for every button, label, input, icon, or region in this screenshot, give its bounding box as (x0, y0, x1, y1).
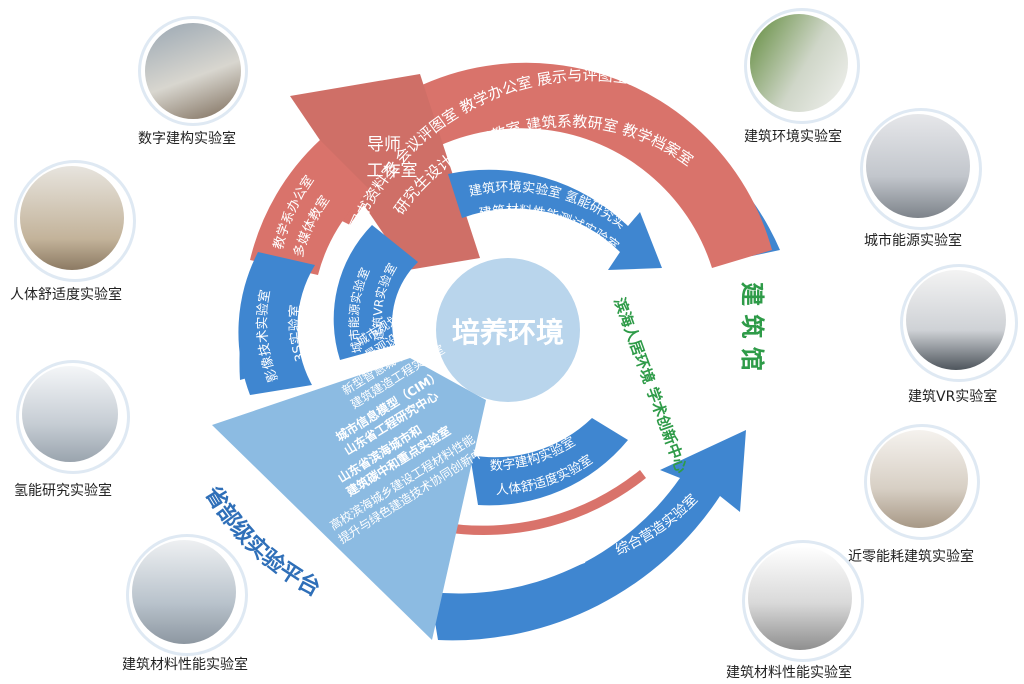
bottom-arrow (430, 430, 746, 641)
lab-label-near-zero: 近零能耗建筑实验室 (848, 549, 974, 565)
photo-urban-energy (866, 114, 970, 218)
photo-ring-material-left (126, 534, 248, 656)
photo-human-comfort (20, 166, 124, 270)
photo-ring-hydrogen (16, 360, 130, 474)
tutor-line1: 导师 (367, 135, 401, 155)
lab-label-human-comfort: 人体舒适度实验室 (10, 287, 122, 303)
lab-label-urban-energy: 城市能源实验室 (864, 233, 962, 249)
photo-ring-building-environment (744, 8, 860, 124)
lab-label-material-left: 建筑材料性能实验室 (122, 657, 248, 673)
photo-vr (906, 270, 1006, 370)
photo-material-left (132, 540, 236, 644)
photo-ring-urban-energy (860, 108, 982, 230)
innovation-center-title: 滨海人居环境 学术创新中心 (610, 295, 690, 475)
photo-ring-human-comfort (14, 160, 136, 282)
photo-material-right (748, 546, 852, 650)
center-label: 培养环境 (452, 316, 564, 349)
bottom-red-arc (440, 470, 646, 536)
inner-red-arc (250, 140, 370, 275)
tutor-line2: 工作室 (367, 161, 418, 181)
building-hall-title: 建 筑 馆 (738, 282, 766, 371)
lab-label-building-environment: 建筑环境实验室 (744, 129, 842, 145)
photo-building-environment (750, 14, 848, 112)
lab-label-vr: 建筑VR实验室 (908, 389, 998, 405)
photo-ring-digital-construction (138, 16, 248, 126)
lab-label-hydrogen: 氢能研究实验室 (14, 483, 112, 499)
center-circle (436, 258, 580, 402)
photo-ring-material-right (742, 540, 864, 662)
middle-arrow (470, 418, 628, 506)
photo-ring-vr (900, 264, 1018, 382)
inner-blue-arc (333, 225, 418, 360)
platform-wedge (212, 358, 486, 640)
photo-ring-near-zero (864, 424, 980, 540)
svg-text:滨海人居环境 学术创新中心: 滨海人居环境 学术创新中心 (610, 295, 690, 475)
lab-label-material-right: 建筑材料性能实验室 (726, 665, 852, 681)
tutor-studio-wedge (290, 74, 480, 270)
photo-digital-construction (145, 23, 241, 119)
photo-hydrogen (22, 366, 118, 462)
photo-near-zero (870, 430, 968, 528)
svg-text:建 筑 馆: 建 筑 馆 (738, 282, 766, 371)
lab-label-digital-construction: 数字建构实验室 (138, 131, 236, 147)
upper-arrow (448, 169, 662, 270)
left-blue-arc (238, 252, 315, 395)
